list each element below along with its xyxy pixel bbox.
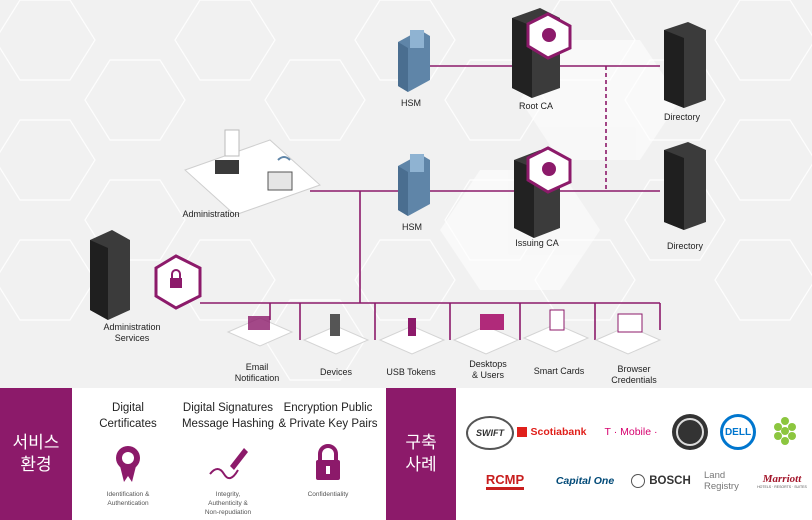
connection-lines xyxy=(200,65,661,340)
references-section-label: 구축 사례 xyxy=(386,388,456,520)
marriott-logo: Marriott HOTELS · RESORTS · SUITES xyxy=(756,466,808,496)
encryption-title: Encryption Public & Private Key Pairs xyxy=(278,400,378,432)
directory-mid-label: Directory xyxy=(666,241,704,251)
bosch-logo: BOSCH xyxy=(626,470,696,492)
capitalone-logo: Capital One xyxy=(555,475,615,487)
email-label: Email Notification xyxy=(235,362,280,384)
digital-certificates-desc-1: Identification & xyxy=(106,491,150,498)
scotiabank-icon xyxy=(517,427,528,437)
admin-services-server xyxy=(90,230,202,320)
pen-signature-icon xyxy=(206,440,250,484)
rcmp-logo: RCMP xyxy=(470,470,540,492)
directory-top-label: Directory xyxy=(663,112,701,122)
admin-services-line-1: Administration xyxy=(103,322,161,332)
land-registry-logo: Land Registry xyxy=(704,466,750,496)
padlock-icon xyxy=(306,440,350,484)
tmobile-logo: T · Mobile · xyxy=(604,426,658,438)
rcmp-text: RCMP xyxy=(485,472,525,490)
digital-certificates-card: Digital Certificates Identification & Au… xyxy=(78,388,178,520)
digital-signatures-desc-2: Authenticity & xyxy=(208,500,248,507)
root-ca-label: Root CA xyxy=(518,101,554,111)
seal-ring xyxy=(676,418,704,446)
bottom-panel: 서비스 환경 Digital Certificates Identificati… xyxy=(0,388,812,520)
services-section-line-1: 서비스 xyxy=(12,433,60,452)
digital-certificates-desc-2: Authentication xyxy=(107,500,149,507)
root-ca-server xyxy=(512,8,572,98)
directory-mid-server xyxy=(664,142,706,230)
devices-label: Devices xyxy=(319,367,353,377)
hsm-top-device xyxy=(398,30,430,92)
endpoint-platforms xyxy=(226,317,662,355)
email-line-2: Notification xyxy=(234,373,280,383)
digital-signatures-desc-1: Integrity, xyxy=(215,491,241,498)
email-line-1: Email xyxy=(245,362,269,372)
land-registry-line-1: Land xyxy=(704,470,726,481)
scotiabank-logo: Scotiabank xyxy=(514,422,590,442)
bosch-icon xyxy=(631,474,646,488)
encryption-desc: Confidentiality xyxy=(307,491,349,498)
swift-logo: SWIFT xyxy=(466,416,514,450)
hsm-mid-label: HSM xyxy=(402,222,422,232)
digital-signatures-line-2: Message Hashing xyxy=(181,418,275,430)
encryption-card: Encryption Public & Private Key Pairs Co… xyxy=(278,388,378,520)
administration-desk xyxy=(184,129,321,216)
issuing-ca-label: Issuing CA xyxy=(515,238,559,248)
browser-label: Browser Credentials xyxy=(611,364,657,386)
services-section-line-2: 환경 xyxy=(20,455,52,474)
smartcards-label: Smart Cards xyxy=(533,366,585,376)
admin-services-line-2: Services xyxy=(114,333,150,343)
seal-logo xyxy=(672,414,708,450)
digital-signatures-title: Digital Signatures Message Hashing xyxy=(178,400,278,432)
land-registry-line-2: Registry xyxy=(704,481,739,492)
scotiabank-text: Scotiabank xyxy=(530,426,587,438)
desktops-line-2: & Users xyxy=(471,370,504,380)
encryption-line-2: & Private Key Pairs xyxy=(278,418,378,430)
references-section-line-2: 사례 xyxy=(405,455,437,474)
digital-signatures-desc-3: Non-repudiation xyxy=(204,509,252,516)
browser-line-1: Browser xyxy=(617,364,651,374)
hsm-top-label: HSM xyxy=(401,98,421,108)
digital-certificates-line-2: Certificates xyxy=(99,418,157,430)
pki-diagram: HSM Root CA Directory Administration HSM… xyxy=(0,0,812,388)
digital-certificates-title: Digital Certificates xyxy=(78,400,178,432)
marriott-subtext: HOTELS · RESORTS · SUITES xyxy=(757,485,807,489)
digital-certificates-line-1: Digital xyxy=(112,402,144,414)
usb-label: USB Tokens xyxy=(386,367,436,377)
green-dots-logo xyxy=(770,416,800,446)
references-section-line-1: 구축 xyxy=(405,433,437,452)
certificate-badge-icon xyxy=(106,440,150,484)
bosch-text: BOSCH xyxy=(649,475,691,487)
marriott-text: Marriott xyxy=(762,473,802,485)
encryption-line-1: Encryption Public xyxy=(283,402,373,414)
directory-top-server xyxy=(664,22,706,108)
dell-logo: DELL xyxy=(720,414,756,450)
digital-signatures-card: Digital Signatures Message Hashing Integ… xyxy=(178,388,278,520)
admin-services-label: Administration Services xyxy=(103,322,160,344)
desktops-line-1: Desktops xyxy=(469,359,507,369)
endpoint-icons xyxy=(248,309,643,336)
issuing-ca-server xyxy=(514,146,572,238)
administration-label: Administration xyxy=(182,209,240,219)
diagram-canvas xyxy=(0,0,812,381)
hsm-mid-device xyxy=(398,154,430,216)
digital-signatures-line-1: Digital Signatures xyxy=(182,402,274,414)
digital-signatures-desc: Integrity, Authenticity & Non-repudiatio… xyxy=(178,490,278,517)
hexagon-background xyxy=(0,0,812,381)
desktops-label: Desktops & Users xyxy=(469,359,507,381)
digital-certificates-desc: Identification & Authentication xyxy=(78,490,178,508)
services-section-label: 서비스 환경 xyxy=(0,388,72,520)
browser-line-2: Credentials xyxy=(611,375,657,385)
